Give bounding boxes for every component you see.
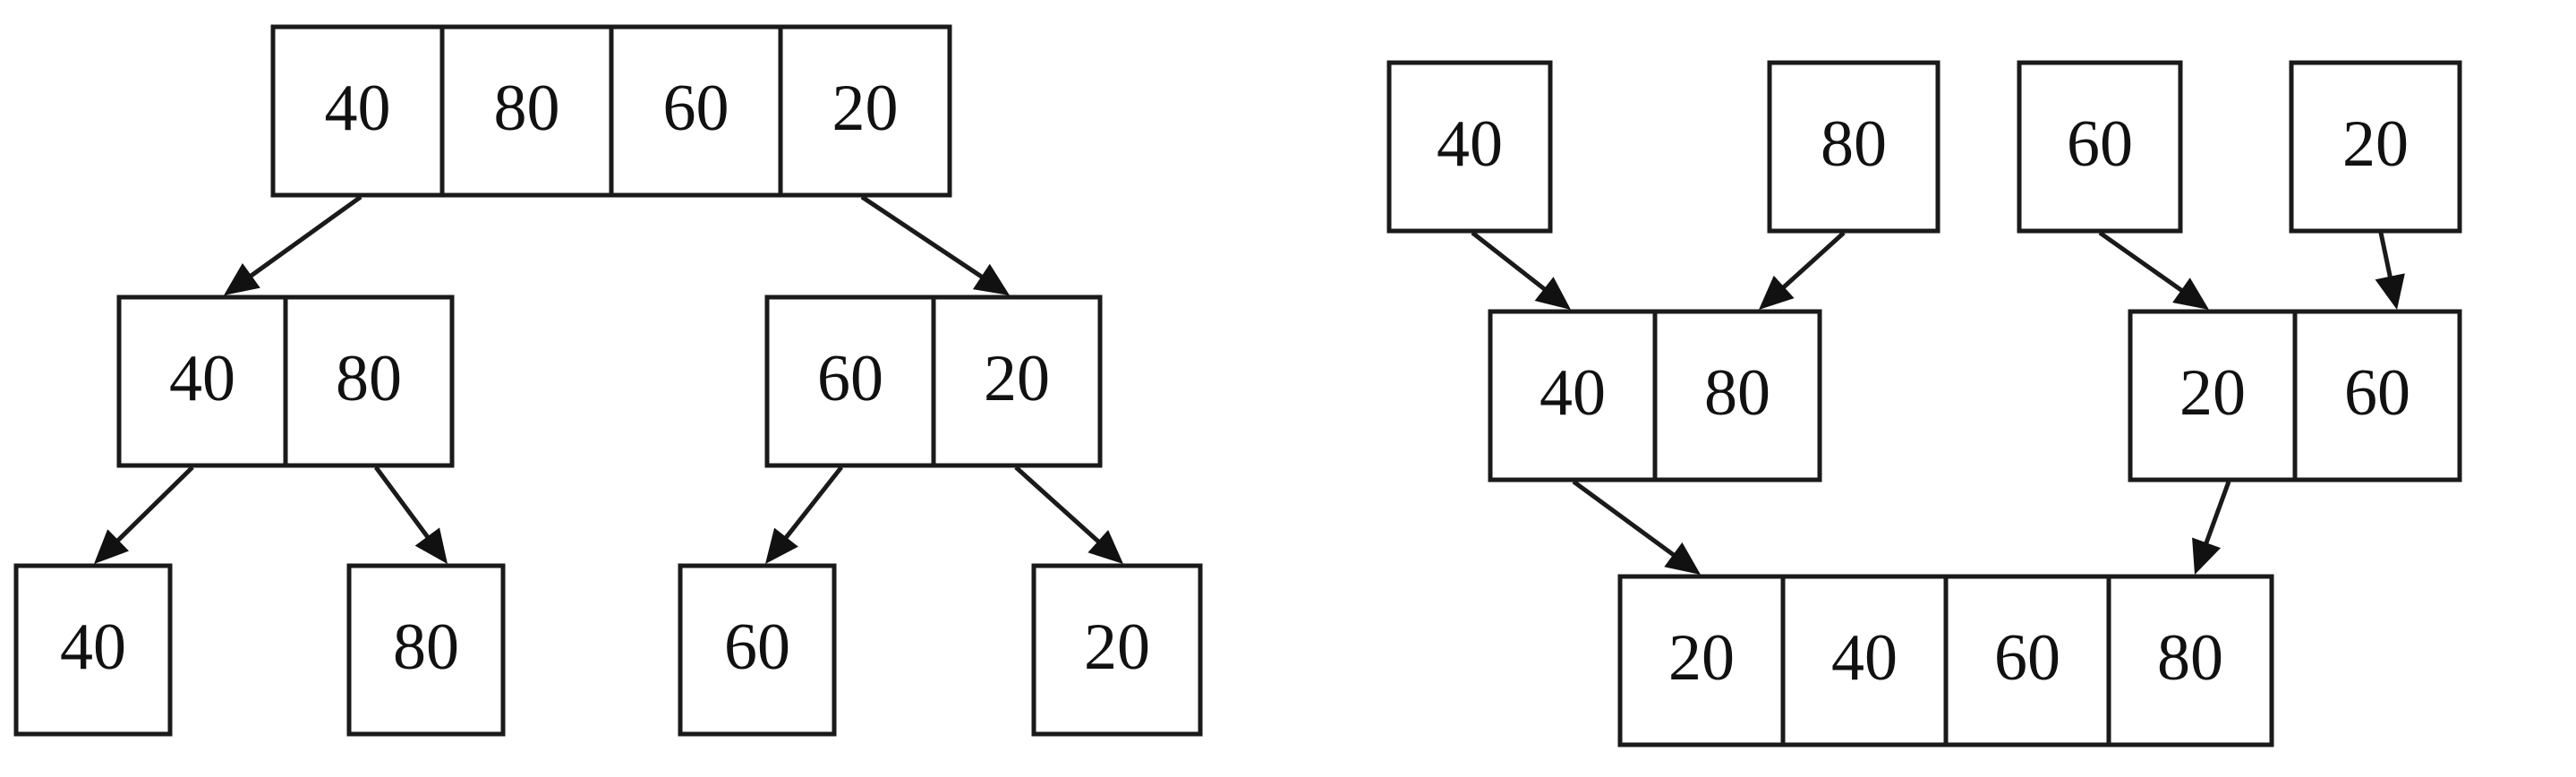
array-node-d2n3: 20 bbox=[1031, 563, 1203, 737]
cell-value: 60 bbox=[663, 72, 729, 145]
cell-value: 80 bbox=[393, 610, 459, 684]
cell-value: 60 bbox=[724, 610, 790, 684]
edge-arrowhead bbox=[1759, 275, 1795, 310]
array-node-m0n0: 40 bbox=[1386, 60, 1553, 234]
edge-m0n2-to-m1n1 bbox=[2098, 230, 2209, 310]
array-node-m2n0: 20 40 60 80 bbox=[1617, 574, 2274, 747]
edge-d0n0-to-d1n1 bbox=[860, 194, 1010, 295]
edge-line bbox=[245, 194, 363, 281]
level-divide-level-1: 40 80 60 20 bbox=[116, 295, 1103, 468]
cell-value: 60 bbox=[1994, 621, 2060, 695]
array-node-outline bbox=[13, 563, 173, 737]
edge-m0n3-to-m1n1 bbox=[2375, 232, 2405, 310]
cell-value: 80 bbox=[1821, 107, 1887, 181]
panel-divide-edges bbox=[94, 194, 1123, 564]
panel-divide: 40 80 60 20 40 80 60 20 40 80 60 20 bbox=[13, 24, 1203, 737]
level-divide-level-2: 40 80 60 20 bbox=[13, 563, 1203, 737]
edge-arrowhead bbox=[765, 527, 798, 564]
edge-line bbox=[113, 465, 194, 546]
edge-arrowhead bbox=[2172, 278, 2209, 310]
cell-value: 60 bbox=[2344, 356, 2410, 430]
edge-line bbox=[2202, 481, 2231, 549]
array-node-d2n2: 60 bbox=[678, 563, 837, 737]
cell-value: 20 bbox=[1668, 621, 1735, 695]
edge-d1n0-to-d2n0 bbox=[94, 465, 194, 564]
edge-d1n0-to-d2n1 bbox=[373, 465, 448, 564]
edge-line bbox=[1572, 479, 1679, 560]
edge-arrowhead bbox=[1088, 529, 1123, 564]
edge-m1n1-to-m2n0 bbox=[2192, 481, 2231, 575]
array-node-outline bbox=[678, 563, 837, 737]
array-node-d1n1: 60 20 bbox=[764, 295, 1103, 468]
edge-m0n1-to-m1n0 bbox=[1759, 231, 1846, 310]
cell-value: 20 bbox=[2179, 356, 2246, 430]
array-node-d1n0: 40 80 bbox=[116, 295, 455, 468]
edge-d1n1-to-d2n2 bbox=[765, 465, 843, 564]
edge-arrowhead bbox=[94, 529, 130, 564]
cell-value: 60 bbox=[2067, 107, 2133, 181]
level-merge-level-2: 20 40 60 80 bbox=[1617, 574, 2274, 747]
edge-arrowhead bbox=[1664, 542, 1701, 575]
array-node-d2n0: 40 bbox=[13, 563, 173, 737]
cell-value: 20 bbox=[2342, 107, 2409, 181]
edge-line bbox=[860, 194, 987, 282]
edge-arrowhead bbox=[2192, 537, 2222, 575]
array-node-m0n1: 80 bbox=[1767, 60, 1941, 234]
edge-line bbox=[373, 465, 432, 542]
cell-value: 80 bbox=[336, 342, 402, 415]
cell-value: 40 bbox=[60, 610, 126, 684]
array-node-m1n0: 40 80 bbox=[1488, 309, 1822, 482]
edge-m1n0-to-m2n0 bbox=[1572, 479, 1701, 575]
cell-value: 40 bbox=[1540, 356, 1606, 430]
edge-arrowhead bbox=[1534, 277, 1571, 310]
array-node-m0n2: 60 bbox=[2017, 60, 2183, 234]
edge-line bbox=[1471, 231, 1550, 295]
cell-value: 80 bbox=[1704, 356, 1770, 430]
array-node-outline bbox=[1767, 60, 1941, 234]
array-node-outline bbox=[2289, 60, 2462, 234]
cell-value: 60 bbox=[817, 342, 883, 415]
cell-value: 80 bbox=[2157, 621, 2223, 695]
edge-line bbox=[780, 465, 843, 543]
edge-arrowhead bbox=[414, 527, 448, 564]
array-node-d2n1: 80 bbox=[346, 563, 506, 737]
array-node-outline bbox=[346, 563, 506, 737]
cell-value: 20 bbox=[832, 72, 899, 145]
edge-line bbox=[1014, 465, 1104, 547]
edge-line bbox=[2098, 230, 2188, 295]
cell-value: 20 bbox=[1084, 610, 1150, 684]
panel-merge-edges bbox=[1471, 230, 2405, 575]
edge-d1n1-to-d2n3 bbox=[1014, 465, 1123, 564]
cell-value: 40 bbox=[1437, 107, 1503, 181]
array-node-d0n0: 40 80 60 20 bbox=[270, 24, 952, 198]
edge-m0n0-to-m1n0 bbox=[1471, 231, 1571, 310]
edge-line bbox=[2378, 232, 2393, 283]
cell-value: 40 bbox=[1831, 621, 1898, 695]
cell-value: 80 bbox=[494, 72, 560, 145]
edge-arrowhead bbox=[2375, 273, 2405, 310]
edges-layer bbox=[94, 194, 2405, 575]
array-node-outline bbox=[1386, 60, 1553, 234]
array-node-outline bbox=[1031, 563, 1203, 737]
cell-value: 40 bbox=[169, 342, 235, 415]
cell-value: 40 bbox=[325, 72, 391, 145]
edge-arrowhead bbox=[972, 263, 1010, 295]
level-merge-level-0: 40 80 60 20 bbox=[1386, 60, 2462, 234]
edge-d0n0-to-d1n0 bbox=[224, 194, 363, 295]
level-divide-level-0: 40 80 60 20 bbox=[270, 24, 952, 198]
edge-line bbox=[1778, 231, 1846, 293]
array-node-outline bbox=[2017, 60, 2183, 234]
cell-value: 20 bbox=[984, 342, 1050, 415]
array-node-m0n3: 20 bbox=[2289, 60, 2462, 234]
edge-arrowhead bbox=[224, 263, 260, 295]
